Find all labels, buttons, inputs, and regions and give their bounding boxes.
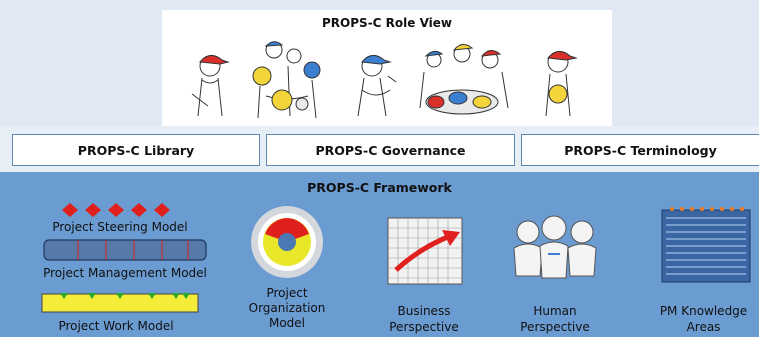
management-model-link[interactable]: Project Management Model	[20, 238, 230, 282]
pmk-label-line2: Areas	[686, 320, 721, 334]
work-model-label: Project Work Model	[58, 319, 174, 333]
management-model-label: Project Management Model	[43, 266, 207, 280]
management-bar-icon	[43, 239, 207, 261]
business-label-line2: Perspective	[389, 320, 459, 334]
pmk-label-line1: PM Knowledge	[659, 304, 748, 318]
steering-diamonds-icon	[62, 203, 170, 217]
human-label-line2: Perspective	[520, 320, 590, 334]
library-button[interactable]: PROPS-C Library	[12, 134, 260, 166]
steering-model-link[interactable]: Project Steering Model	[30, 202, 205, 234]
organization-target-icon	[251, 206, 323, 278]
cartoon-figure-3	[357, 55, 397, 117]
organization-label-line2: Organization	[248, 301, 326, 315]
organization-label-line3: Model	[268, 316, 306, 330]
framework-title: PROPS-C Framework	[307, 180, 452, 195]
steering-model-label: Project Steering Model	[52, 220, 188, 234]
knowledge-binder-icon	[661, 207, 751, 283]
nav-row: PROPS-C Library PROPS-C Governance PROPS…	[0, 134, 759, 168]
cartoon-figure-2	[252, 41, 321, 119]
role-view-panel[interactable]: PROPS-C Role View	[162, 10, 612, 126]
framework-panel: PROPS-C Framework Project Steering Model	[0, 172, 759, 337]
human-perspective-link[interactable]: Human Perspective	[500, 214, 610, 337]
human-group-icon	[513, 215, 597, 279]
business-chart-icon	[387, 217, 463, 285]
organization-model-link[interactable]: Project Organization Model	[232, 204, 342, 337]
human-label-line1: Human	[533, 304, 577, 318]
cartoon-figure-1	[191, 55, 230, 117]
governance-button[interactable]: PROPS-C Governance	[266, 134, 515, 166]
work-model-link[interactable]: Project Work Model	[30, 290, 210, 334]
cartoon-figure-5	[545, 51, 578, 117]
role-view-cartoon-image	[191, 41, 578, 119]
business-label-line1: Business	[397, 304, 451, 318]
pm-knowledge-areas-link[interactable]: PM Knowledge Areas	[640, 204, 759, 337]
organization-label-line1: Project	[266, 286, 308, 300]
cartoon-figure-4	[419, 44, 509, 115]
work-bar-icon	[41, 293, 199, 313]
terminology-button[interactable]: PROPS-C Terminology	[521, 134, 759, 166]
role-view-title: PROPS-C Role View	[322, 16, 452, 30]
business-perspective-link[interactable]: Business Perspective	[368, 212, 480, 337]
